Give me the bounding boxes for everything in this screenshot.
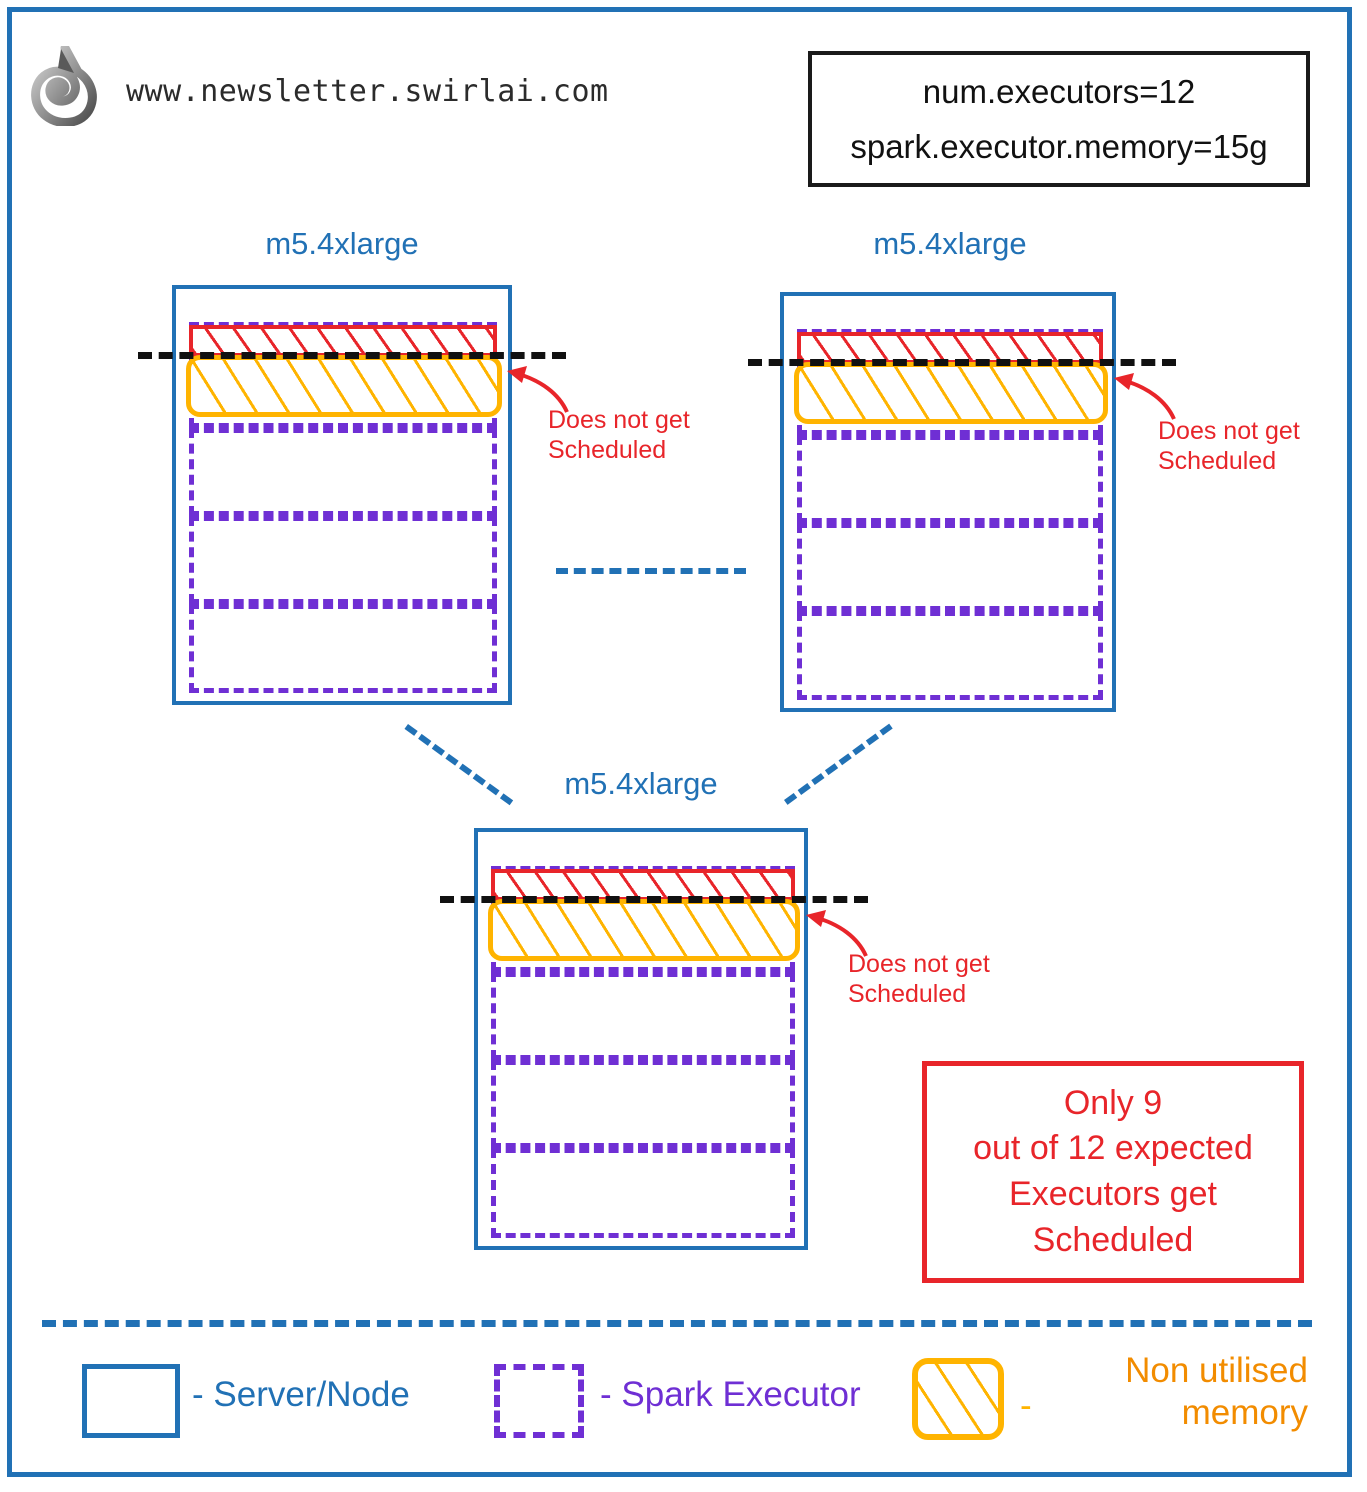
non-utilised-memory-2 xyxy=(794,362,1108,424)
legend-label-non-utilised-memory: Non utilised memory xyxy=(1052,1350,1308,1434)
spark-executor-3-4 xyxy=(491,1148,795,1238)
conclusion-line3: Executors get xyxy=(1009,1175,1217,1213)
callout-arrow-3 xyxy=(806,910,868,957)
spark-config-box: num.executors=12 spark.executor.memory=1… xyxy=(808,51,1310,187)
server-node-2 xyxy=(780,292,1116,712)
config-executor-memory: spark.executor.memory=15g xyxy=(850,128,1268,165)
annotation-1: Does not get Scheduled xyxy=(548,406,690,465)
annotation-2-line2: Scheduled xyxy=(1158,446,1277,475)
server-node-1 xyxy=(172,285,512,705)
legend-swatch-server-node xyxy=(82,1364,180,1438)
annotation-3: Does not get Scheduled xyxy=(848,950,990,1009)
conclusion-line1: Only 9 xyxy=(1063,1083,1163,1122)
legend-label-server-node: - Server/Node xyxy=(192,1375,410,1414)
memory-limit-line-1 xyxy=(138,352,566,359)
node-title-2: m5.4xlarge xyxy=(873,226,1027,261)
spark-executor-1-2 xyxy=(189,428,497,516)
annotation-1-line2: Scheduled xyxy=(548,435,667,464)
annotation-2: Does not get Scheduled xyxy=(1158,417,1300,476)
legend-label-memory-line2: memory xyxy=(1181,1393,1308,1432)
overflow-memory-band-3 xyxy=(491,869,795,901)
annotation-1-line1: Does not get xyxy=(548,406,690,434)
non-utilised-memory-1 xyxy=(186,355,502,417)
spark-executor-1-3 xyxy=(189,516,497,604)
outer-frame xyxy=(7,7,1352,1477)
conclusion-line4: Scheduled xyxy=(1032,1220,1194,1259)
spark-executor-3-2 xyxy=(491,972,795,1060)
callout-arrow-2 xyxy=(1114,373,1176,420)
spark-executor-2-3 xyxy=(797,523,1103,611)
memory-limit-line-3 xyxy=(440,896,868,903)
conclusion-box: Only 9 out of 12 expected Executors get … xyxy=(922,1061,1304,1283)
memory-limit-line-2 xyxy=(748,359,1176,366)
legend-divider xyxy=(42,1320,1312,1327)
legend-label-spark-executor: - Spark Executor xyxy=(600,1375,861,1414)
spiral-swirl-logo xyxy=(31,46,97,126)
conclusion-line2: out of 12 expected xyxy=(973,1129,1253,1168)
node-title-1: m5.4xlarge xyxy=(265,226,419,261)
spark-executor-2-4 xyxy=(797,611,1103,700)
node-title-3: m5.4xlarge xyxy=(564,766,718,801)
spark-executor-2-2 xyxy=(797,435,1103,523)
callout-arrow-1 xyxy=(507,366,569,413)
annotation-3-line1: Does not get xyxy=(848,950,990,978)
legend-swatch-spark-executor xyxy=(494,1364,584,1438)
non-utilised-memory-3 xyxy=(488,899,800,961)
annotation-3-line2: Scheduled xyxy=(848,979,967,1008)
connector-node1-node2 xyxy=(556,568,746,574)
config-num-executors: num.executors=12 xyxy=(922,72,1196,110)
server-node-3 xyxy=(474,828,808,1250)
brand-url: www.newsletter.swirlai.com xyxy=(126,74,609,109)
annotation-2-line1: Does not get xyxy=(1158,417,1300,445)
overflow-memory-band-1 xyxy=(189,325,497,357)
legend-dash-memory: - xyxy=(1020,1386,1032,1425)
legend-swatch-non-utilised-memory xyxy=(912,1358,1004,1440)
legend-label-memory-line1: Non utilised xyxy=(1125,1351,1308,1390)
legend: - Server/Node - Spark Executor - Non uti… xyxy=(42,1348,1316,1458)
spark-executor-3-3 xyxy=(491,1060,795,1148)
spark-executor-1-4 xyxy=(189,604,497,693)
